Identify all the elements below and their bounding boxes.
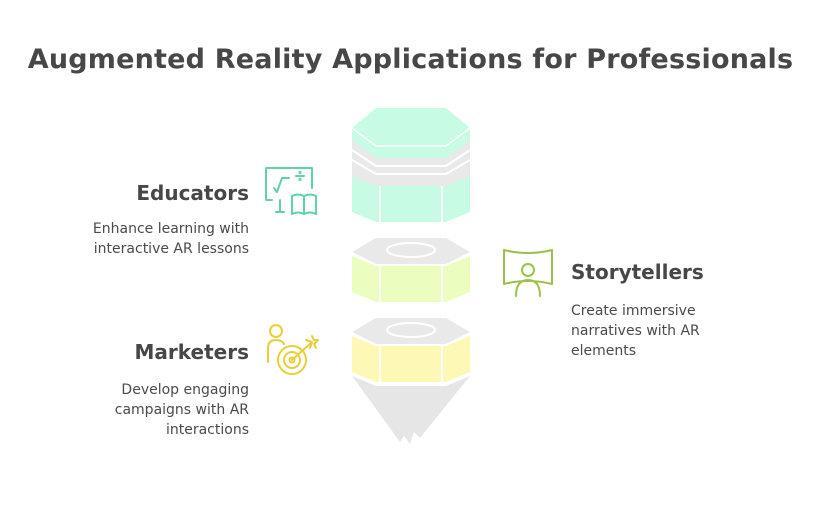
marketers-description: Develop engaging campaigns with AR inter… (114, 382, 249, 438)
storytellers-heading: Storytellers (571, 260, 704, 284)
storytellers-description: Create immersive narratives with AR elem… (571, 303, 700, 359)
pencil-tip (352, 376, 470, 444)
educators-description: Enhance learning with interactive AR les… (92, 221, 249, 257)
pencil-segment-middle (352, 238, 470, 302)
person-target-arrow-icon (267, 324, 319, 375)
pencil-segment-top (351, 108, 471, 222)
teaching-board-book-icon (265, 167, 317, 215)
marketers-heading: Marketers (134, 340, 249, 364)
educators-heading: Educators (136, 181, 249, 205)
panorama-person-icon (503, 249, 553, 297)
pencil-segment-lower (352, 318, 470, 382)
page-title: Augmented Reality Applications for Profe… (27, 44, 794, 75)
